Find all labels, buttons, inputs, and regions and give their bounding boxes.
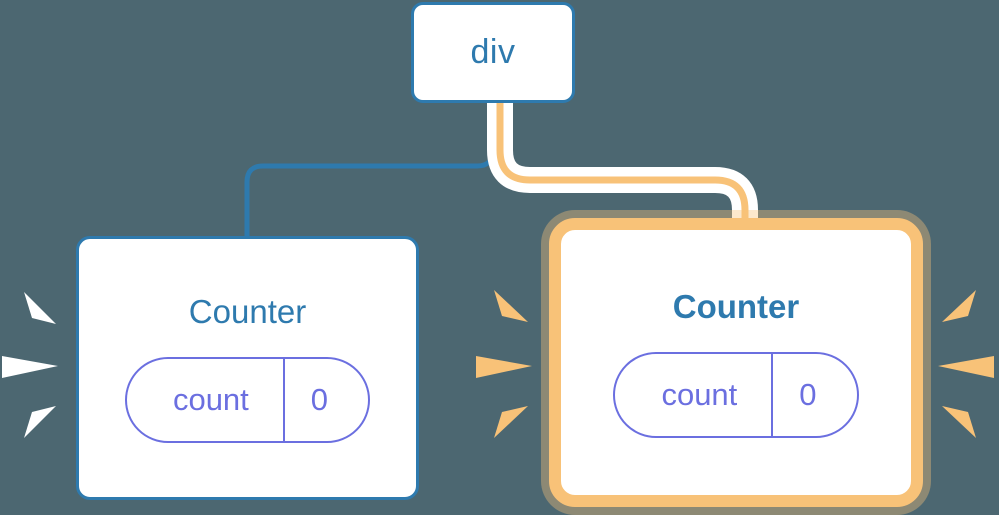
spark-icon bbox=[942, 290, 976, 322]
spark-icon bbox=[938, 356, 994, 378]
state-value-right: 0 bbox=[771, 353, 856, 436]
node-counter-left-title: Counter bbox=[188, 293, 307, 330]
edge-root-to-counter-left bbox=[244, 100, 496, 243]
spark-icon bbox=[2, 356, 58, 378]
state-value-left: 0 bbox=[282, 359, 368, 441]
state-key-left: count bbox=[172, 382, 249, 417]
spark-icon bbox=[942, 406, 976, 438]
node-div[interactable]: div bbox=[411, 2, 575, 103]
node-counter-right-title: Counter bbox=[672, 287, 800, 325]
spark-icon bbox=[24, 406, 56, 438]
node-div-label: div bbox=[470, 33, 516, 71]
spark-icon bbox=[24, 292, 56, 324]
spark-burst-white-left bbox=[2, 280, 62, 450]
spark-burst-orange-right bbox=[934, 280, 994, 450]
spark-burst-orange-middle bbox=[476, 280, 536, 450]
node-counter-left[interactable]: Counter count 0 bbox=[76, 236, 419, 500]
state-pill-left: count 0 bbox=[124, 357, 371, 443]
state-key-right: count bbox=[661, 376, 738, 412]
spark-icon bbox=[494, 290, 528, 322]
spark-icon bbox=[476, 356, 532, 378]
node-counter-right[interactable]: Counter count 0 bbox=[549, 218, 923, 507]
edge-root-to-counter-right bbox=[496, 103, 749, 236]
state-pill-right: count 0 bbox=[613, 351, 859, 438]
spark-icon bbox=[494, 406, 528, 438]
edge-root-to-counter-right-halo bbox=[487, 103, 758, 236]
